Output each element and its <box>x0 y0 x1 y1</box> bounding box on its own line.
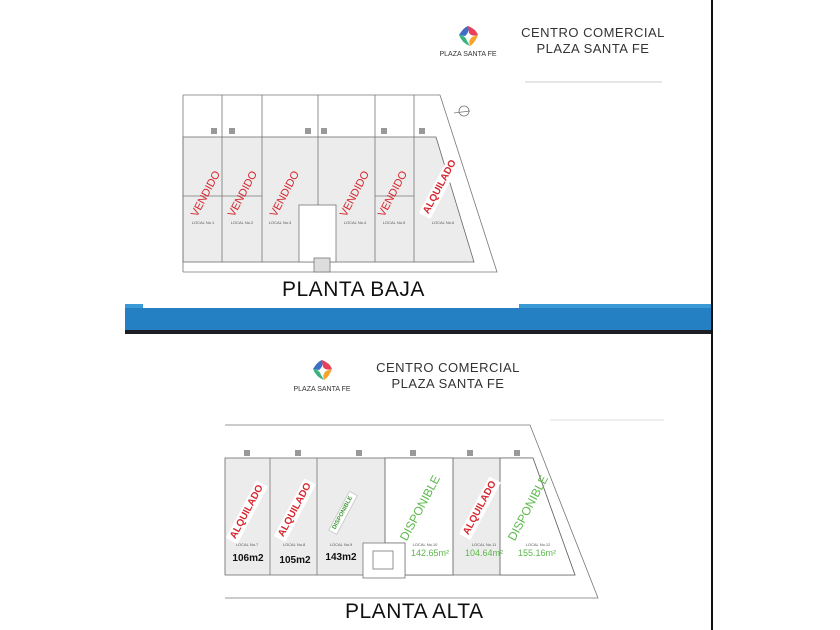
unit-area: 143m2 <box>325 552 357 563</box>
title-line1: CENTRO COMERCIAL <box>521 25 665 40</box>
unit-label: LOCAL No.12 <box>525 542 551 547</box>
plan-title: PLANTA BAJA <box>282 278 425 301</box>
title-line2: PLAZA SANTA FE <box>391 376 505 391</box>
plaza-santa-fe-logo-bottom <box>313 360 332 380</box>
unit-area: 155.16m² <box>517 548 557 558</box>
unit-label: LOCAL No.10 <box>412 542 438 547</box>
plaza-santa-fe-logo-top <box>459 26 478 46</box>
logo-text: PLAZA SANTA FE <box>293 386 351 393</box>
unit-area: 104.64m² <box>464 548 504 558</box>
title-line1: CENTRO COMERCIAL <box>376 360 520 375</box>
planta-baja-plan <box>182 94 498 273</box>
title-line2: PLAZA SANTA FE <box>536 41 650 56</box>
unit-label: LOCAL No.2 <box>230 220 254 225</box>
unit-label: LOCAL No.4 <box>343 220 367 225</box>
dark-band <box>125 330 711 334</box>
unit-area: 106m2 <box>232 553 264 564</box>
unit-label: LOCAL No.7 <box>235 542 259 547</box>
slide-border <box>711 0 713 630</box>
unit-label: LOCAL No.11 <box>471 542 497 547</box>
unit-label: LOCAL No.9 <box>329 542 353 547</box>
unit-label: LOCAL No.8 <box>282 542 306 547</box>
logo-text: PLAZA SANTA FE <box>439 51 497 58</box>
unit-area: 105m2 <box>279 555 311 566</box>
unit-label: LOCAL No.6 <box>431 220 455 225</box>
plan-title: PLANTA ALTA <box>345 600 484 623</box>
blue-band <box>125 308 711 330</box>
unit-label: LOCAL No.1 <box>191 220 215 225</box>
unit-area: 142.65m² <box>410 548 450 558</box>
unit-label: LOCAL No.3 <box>268 220 292 225</box>
unit-label: LOCAL No.5 <box>382 220 406 225</box>
band-notch <box>143 302 519 308</box>
